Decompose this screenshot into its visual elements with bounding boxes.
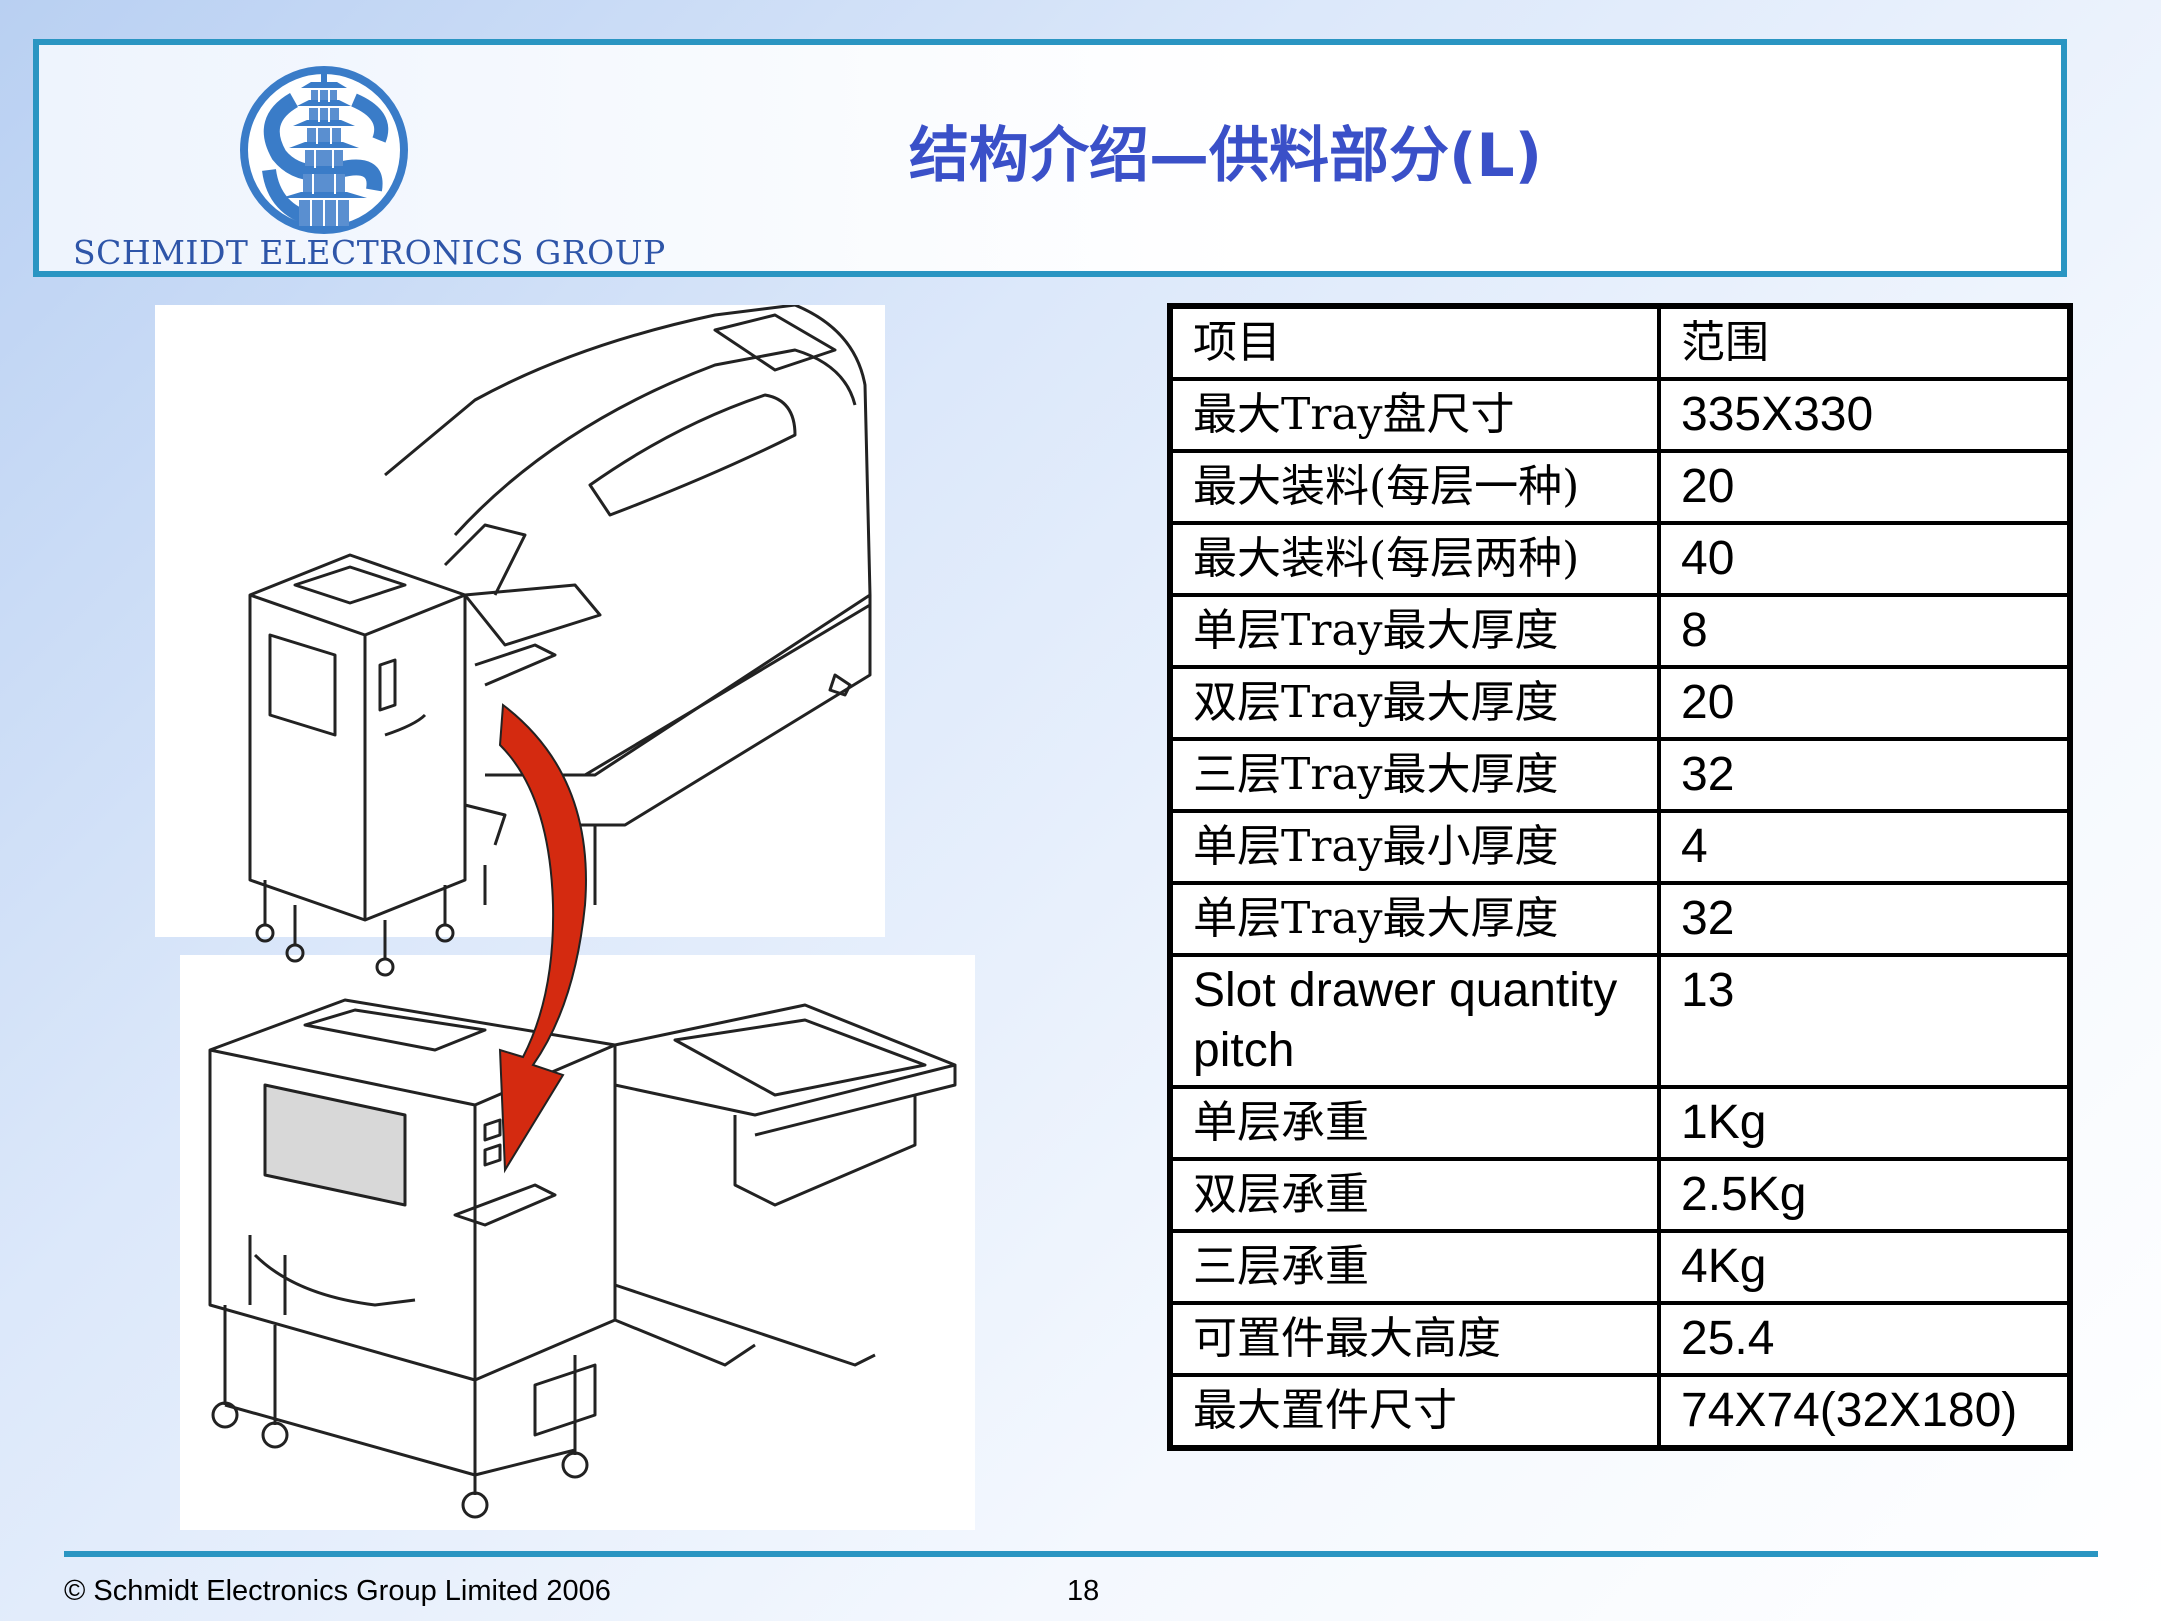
range-cell: 32 — [1659, 739, 2070, 811]
specification-table: 项目 范围 最大Tray盘尺寸 335X330 最大装料(每层一种) 20 最大… — [1167, 303, 2073, 1451]
item-cell: 单层承重 — [1170, 1087, 1659, 1159]
range-cell: 25.4 — [1659, 1303, 2070, 1375]
range-cell: 20 — [1659, 451, 2070, 523]
range-cell: 4 — [1659, 811, 2070, 883]
table-row: 双层承重 2.5Kg — [1170, 1159, 2070, 1231]
item-cell: 最大置件尺寸 — [1170, 1375, 1659, 1448]
table-row: 可置件最大高度 25.4 — [1170, 1303, 2070, 1375]
table-header-row: 项目 范围 — [1170, 306, 2070, 379]
item-cell: 单层Tray最大厚度 — [1170, 883, 1659, 955]
footer-divider — [64, 1551, 2098, 1557]
table-row: 最大置件尺寸 74X74(32X180) — [1170, 1375, 2070, 1448]
table-row: 单层Tray最大厚度 32 — [1170, 883, 2070, 955]
item-cell: 最大装料(每层一种) — [1170, 451, 1659, 523]
item-cell: 最大Tray盘尺寸 — [1170, 379, 1659, 451]
table-row: Slot drawer quantity pitch 13 — [1170, 955, 2070, 1087]
column-header-item: 项目 — [1170, 306, 1659, 379]
table-row: 双层Tray最大厚度 20 — [1170, 667, 2070, 739]
item-cell: 双层承重 — [1170, 1159, 1659, 1231]
slide-header: SCHMIDT ELECTRONICS GROUP 结构介绍—供料部分(L) — [33, 39, 2067, 277]
tray-feeder-illustration — [155, 305, 975, 1530]
range-cell: 13 — [1659, 955, 2070, 1087]
table-row: 最大Tray盘尺寸 335X330 — [1170, 379, 2070, 451]
item-cell: 单层Tray最小厚度 — [1170, 811, 1659, 883]
range-cell: 40 — [1659, 523, 2070, 595]
item-cell: 三层Tray最大厚度 — [1170, 739, 1659, 811]
page-number: 18 — [1067, 1575, 1099, 1608]
pagoda-logo-icon — [239, 60, 409, 236]
item-cell: 单层Tray最大厚度 — [1170, 595, 1659, 667]
range-cell: 32 — [1659, 883, 2070, 955]
item-cell: 三层承重 — [1170, 1231, 1659, 1303]
range-cell: 335X330 — [1659, 379, 2070, 451]
page-title: 结构介绍—供料部分(L) — [909, 107, 1542, 194]
range-cell: 8 — [1659, 595, 2070, 667]
column-header-range: 范围 — [1659, 306, 2070, 379]
company-name: SCHMIDT ELECTRONICS GROUP — [73, 233, 666, 272]
copyright-text: © Schmidt Electronics Group Limited 2006 — [64, 1575, 611, 1608]
table-row: 单层Tray最小厚度 4 — [1170, 811, 2070, 883]
table-row: 单层承重 1Kg — [1170, 1087, 2070, 1159]
table-row: 最大装料(每层两种) 40 — [1170, 523, 2070, 595]
range-cell: 2.5Kg — [1659, 1159, 2070, 1231]
item-cell: Slot drawer quantity pitch — [1170, 955, 1659, 1087]
range-cell: 4Kg — [1659, 1231, 2070, 1303]
item-cell: 双层Tray最大厚度 — [1170, 667, 1659, 739]
item-cell: 可置件最大高度 — [1170, 1303, 1659, 1375]
table-row: 单层Tray最大厚度 8 — [1170, 595, 2070, 667]
range-cell: 1Kg — [1659, 1087, 2070, 1159]
table-row: 三层承重 4Kg — [1170, 1231, 2070, 1303]
range-cell: 20 — [1659, 667, 2070, 739]
range-cell: 74X74(32X180) — [1659, 1375, 2070, 1448]
table-row: 最大装料(每层一种) 20 — [1170, 451, 2070, 523]
item-cell: 最大装料(每层两种) — [1170, 523, 1659, 595]
table-row: 三层Tray最大厚度 32 — [1170, 739, 2070, 811]
